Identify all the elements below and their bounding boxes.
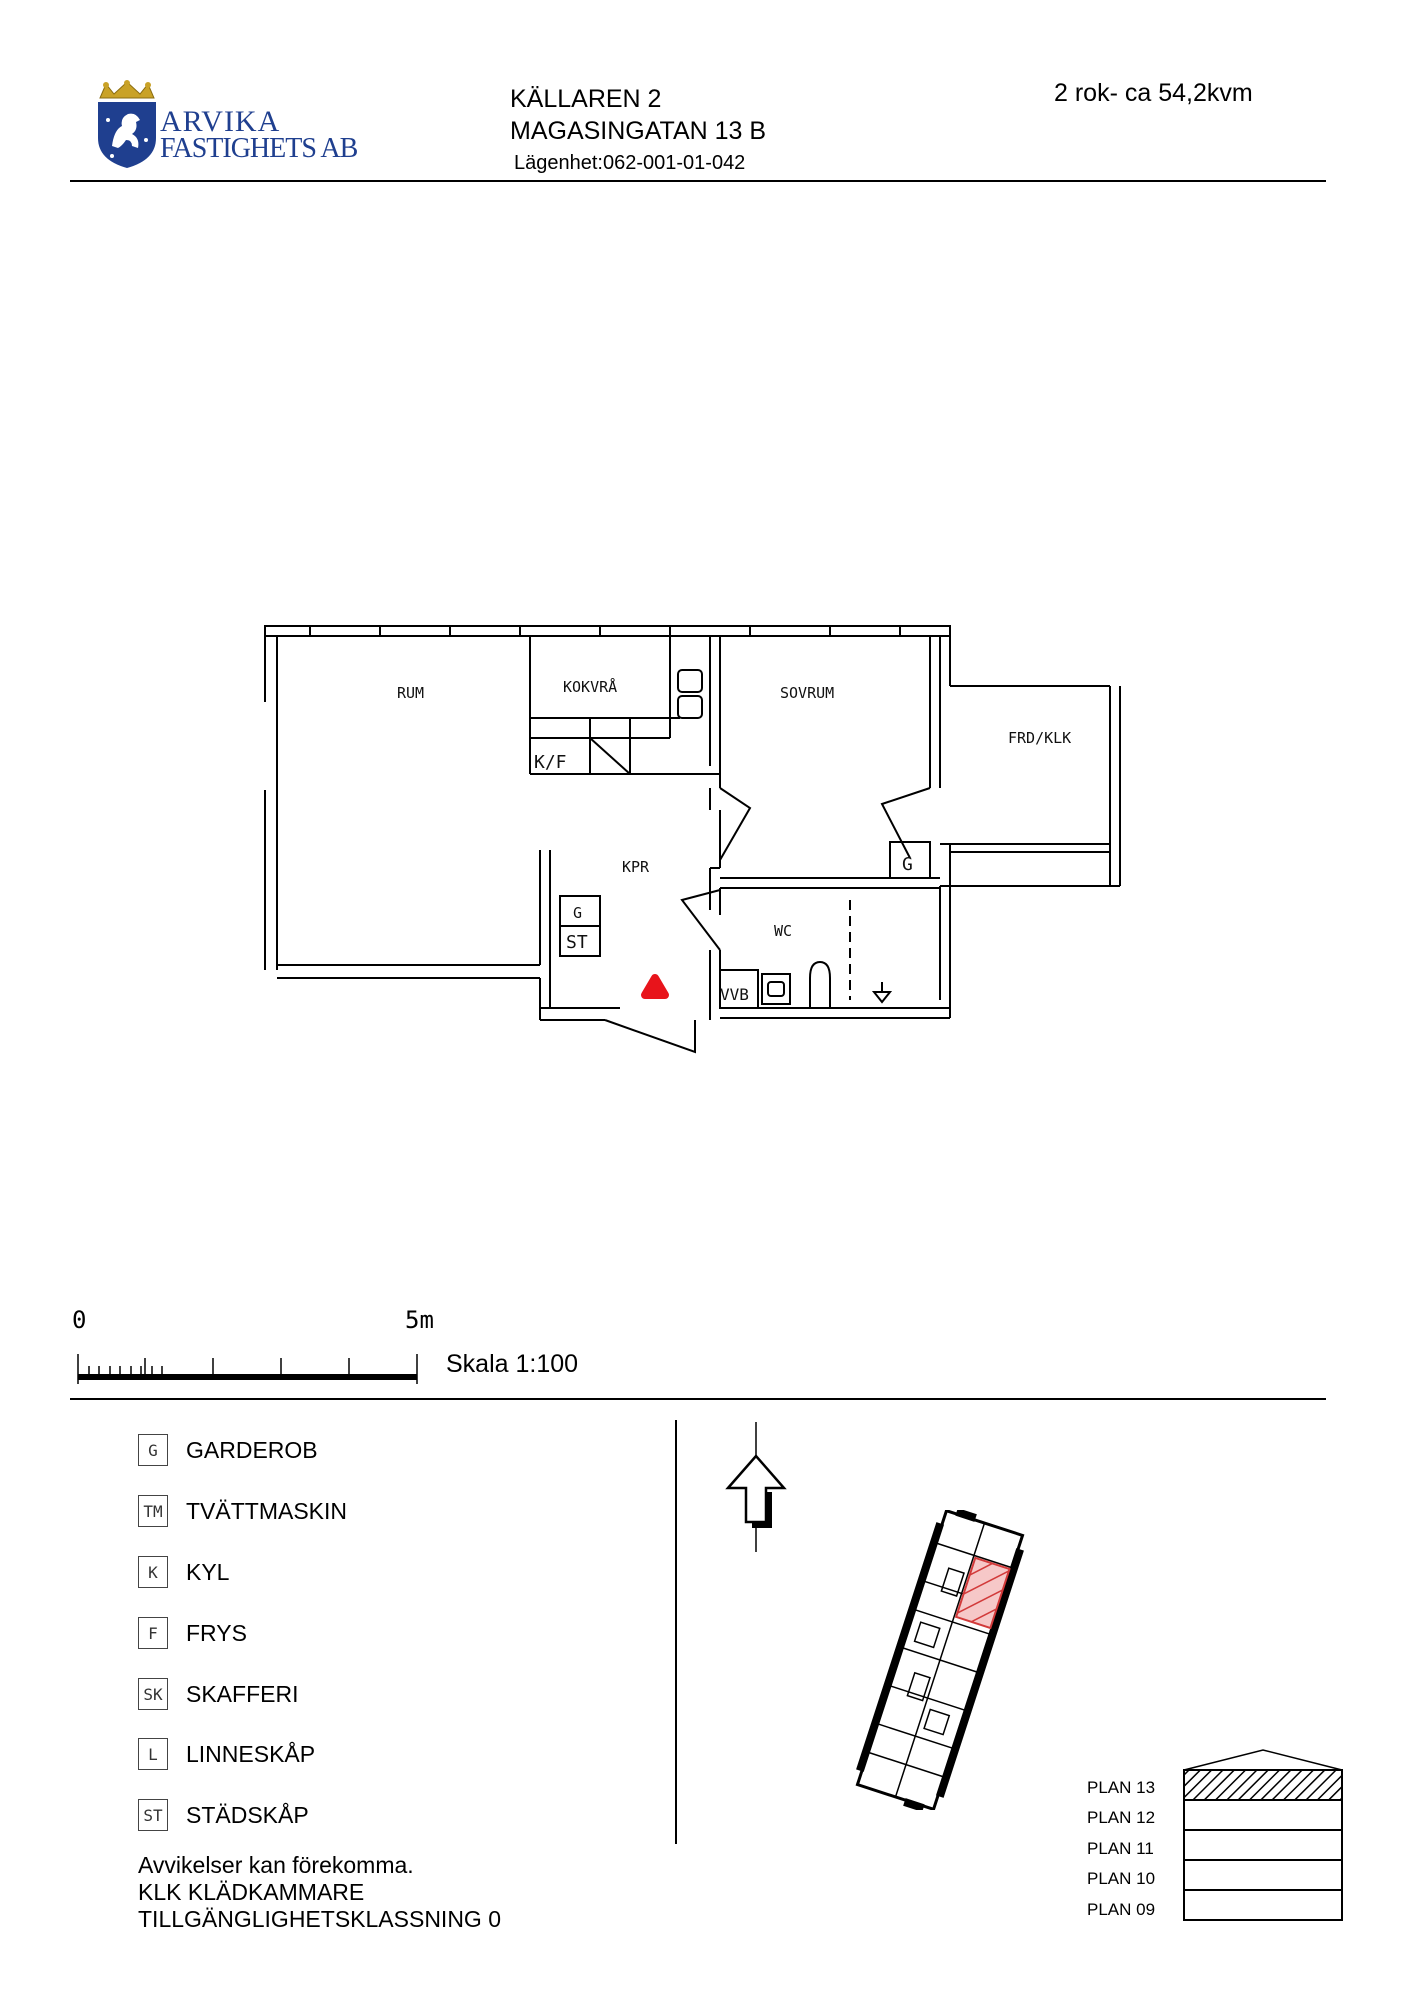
legend-code: L <box>138 1738 168 1770</box>
north-arrow-icon <box>725 1422 787 1552</box>
room-kokvra: KOKVRÅ <box>563 677 617 696</box>
apartment-size: 2 rok- ca 54,2kvm <box>1054 79 1253 107</box>
legend-code: K <box>138 1556 168 1588</box>
fixture-st: ST <box>566 932 588 953</box>
apartment-highlight <box>954 1556 1011 1630</box>
legend-item: G GARDEROB <box>138 1432 318 1468</box>
company-name-line1: ARVIKA <box>160 105 281 138</box>
property-name: KÄLLAREN 2 <box>510 85 662 113</box>
property-address: MAGASINGATAN 13 B <box>510 117 767 145</box>
fixture-kf: K/F <box>534 752 567 773</box>
company-logo <box>92 80 162 170</box>
deviation-note: Avvikelser kan förekomma. <box>138 1852 414 1878</box>
floor-label: PLAN 11 <box>1087 1839 1154 1858</box>
fixture-vvb: VVB <box>720 985 749 1004</box>
legend-code: TM <box>138 1495 168 1527</box>
fixture-g-kpr: G <box>573 904 582 922</box>
legend-vertical-divider <box>675 1420 677 1844</box>
floor-label: PLAN 10 <box>1087 1869 1156 1888</box>
legend-item: ST STÄDSKÅP <box>138 1797 309 1833</box>
legend-code: F <box>138 1617 168 1649</box>
legend-divider <box>70 1398 1326 1400</box>
legend-item: K KYL <box>138 1554 229 1590</box>
scale-start: 0 <box>72 1306 87 1334</box>
legend-code: ST <box>138 1799 168 1831</box>
legend-item: SK SKAFFERI <box>138 1676 298 1712</box>
room-frd-klk: FRD/KLK <box>1008 729 1071 747</box>
legend-label: FRYS <box>186 1619 247 1646</box>
legend-label: LINNESKÅP <box>186 1740 316 1767</box>
fixture-g-sovrum: G <box>902 854 913 875</box>
building-key-plan <box>855 1510 1025 1810</box>
scale-bar <box>77 1354 418 1384</box>
header-divider <box>70 180 1326 182</box>
scale-label: Skala 1:100 <box>446 1350 579 1378</box>
legend-label: SKAFFERI <box>186 1680 299 1707</box>
legend-label: STÄDSKÅP <box>186 1801 309 1828</box>
accessibility-note: TILLGÄNGLIGHETSKLASSNING 0 <box>138 1906 502 1932</box>
legend-label: KYL <box>186 1558 230 1585</box>
coat-of-arms-icon <box>98 80 156 168</box>
legend-label: GARDEROB <box>186 1436 318 1463</box>
room-kpr: KPR <box>622 858 650 876</box>
room-wc: WC <box>774 922 792 940</box>
room-rum: RUM <box>397 684 424 702</box>
room-sovrum: SOVRUM <box>780 684 834 702</box>
legend-label: TVÄTTMASKIN <box>186 1497 348 1524</box>
klk-note: KLK KLÄDKAMMARE <box>138 1879 365 1905</box>
floor-label: PLAN 12 <box>1087 1808 1156 1827</box>
company-name-line2: FASTIGHETS AB <box>160 133 358 164</box>
scale-end: 5m <box>405 1306 434 1334</box>
legend-item: TM TVÄTTMASKIN <box>138 1493 347 1529</box>
entrance-marker-icon <box>641 974 669 999</box>
floor-label: PLAN 09 <box>1087 1900 1156 1919</box>
legend-code: G <box>138 1434 168 1466</box>
legend-item: L LINNESKÅP <box>138 1736 315 1772</box>
floor-stack <box>1183 1749 1343 1921</box>
floor-current <box>1183 1769 1343 1801</box>
legend-code: SK <box>138 1678 168 1710</box>
floor-label: PLAN 13 <box>1087 1778 1156 1797</box>
floor-plan: RUM KOKVRÅ SOVRUM FRD/KLK KPR WC K/F G G… <box>264 625 1121 1054</box>
legend-item: F FRYS <box>138 1615 247 1651</box>
apartment-number: Lägenhet:062-001-01-042 <box>514 152 746 174</box>
